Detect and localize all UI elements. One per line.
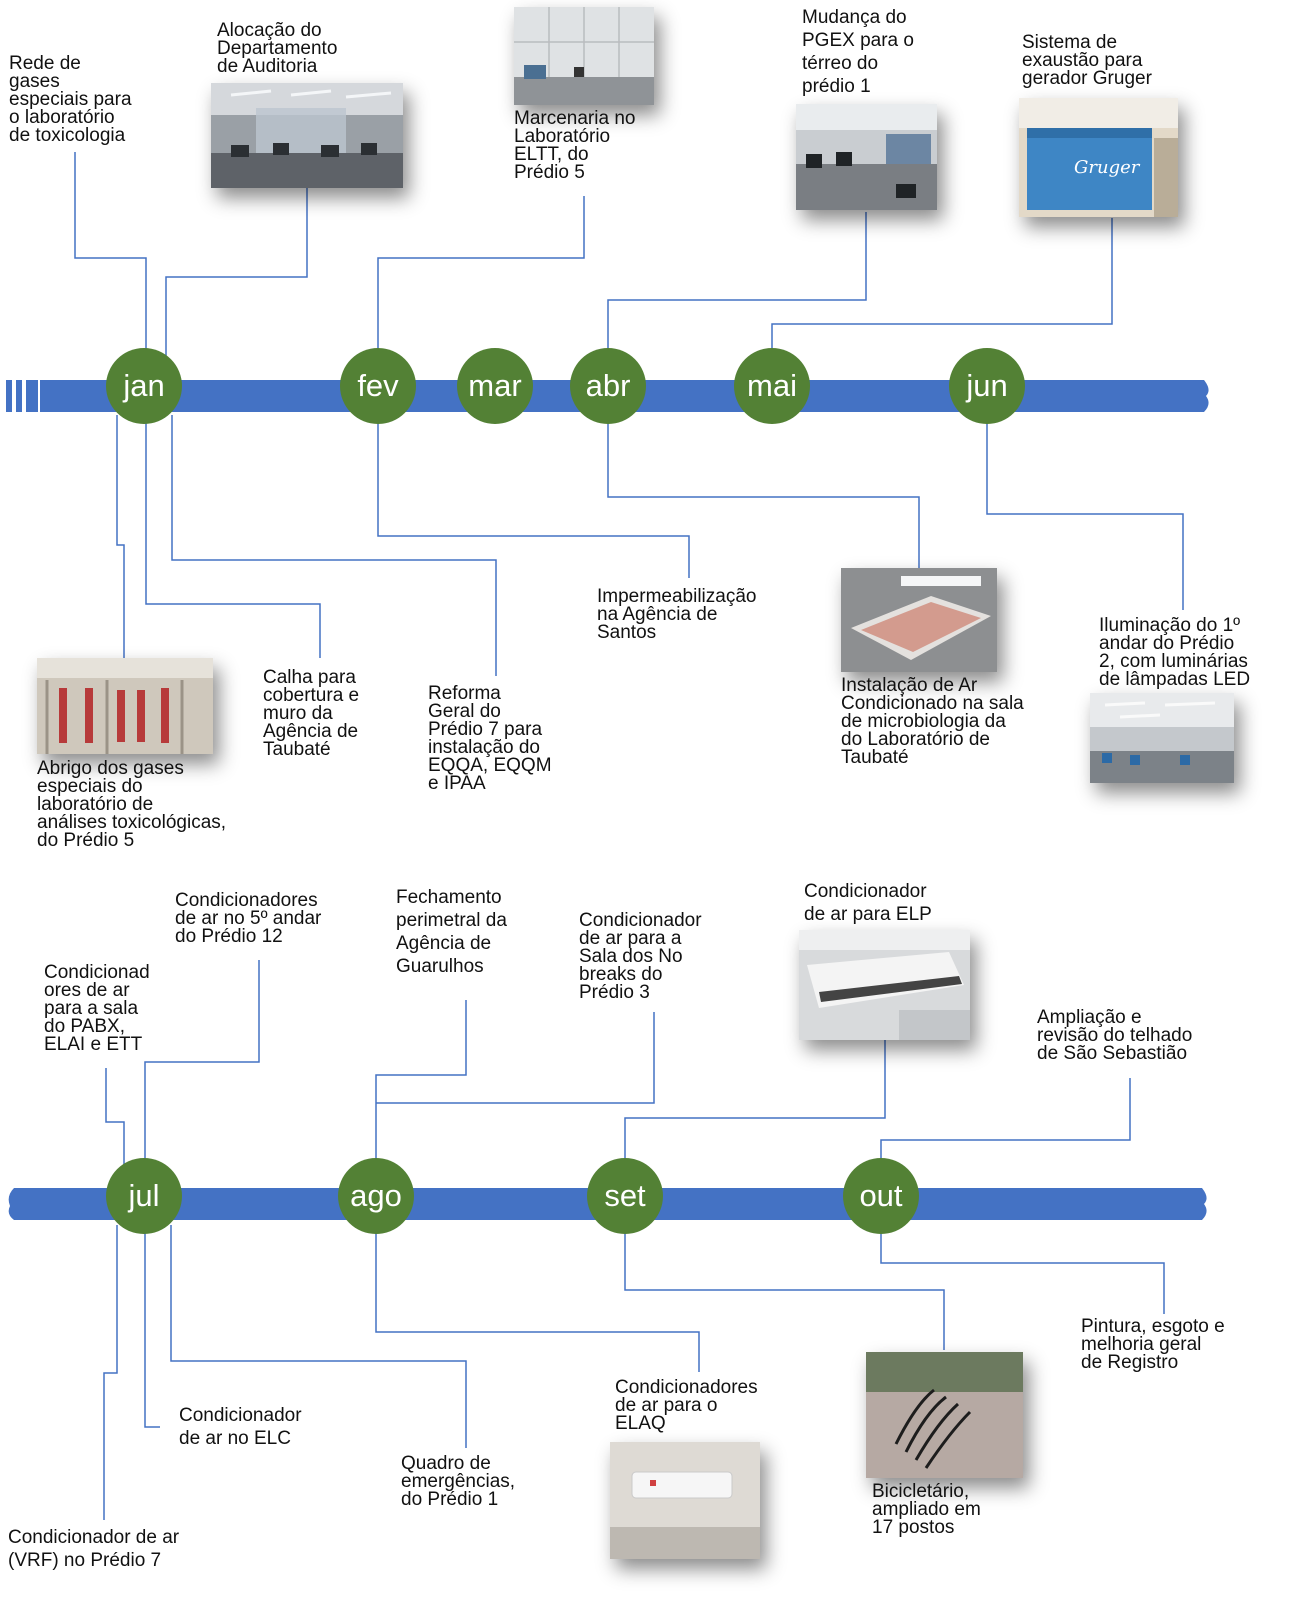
month-node-mai: mai — [734, 348, 810, 424]
month-node-out: out — [843, 1158, 919, 1234]
svg-text:Gruger: Gruger — [1074, 157, 1141, 178]
month-node-abr: abr — [570, 348, 646, 424]
timeline-tick — [26, 380, 38, 412]
month-node-jun: jun — [949, 348, 1025, 424]
generator-photo: Gruger — [1019, 98, 1178, 217]
month-node-jul: jul — [106, 1158, 182, 1234]
office-photo — [211, 83, 403, 188]
ceiling-ac-photo — [799, 930, 970, 1040]
month-node-mar: mar — [457, 348, 533, 424]
office-lab-photo — [796, 104, 937, 210]
timeline-tick — [16, 380, 22, 412]
gas-cylinders-photo — [37, 658, 213, 754]
wall-ac-photo — [610, 1442, 760, 1559]
timeline-tick — [6, 380, 12, 412]
connector-lines — [74, 152, 1184, 1520]
month-node-fev: fev — [340, 348, 416, 424]
led-office-photo — [1090, 693, 1234, 783]
lab-cabinet-photo — [514, 7, 654, 105]
bike-rack-photo — [866, 1352, 1023, 1478]
month-node-jan: jan — [106, 348, 182, 424]
month-node-set: set — [587, 1158, 663, 1234]
air-conditioner-photo — [841, 568, 997, 672]
month-node-ago: ago — [338, 1158, 414, 1234]
event-cond-vrf: Condicionador de ar(VRF) no Prédio 7 — [8, 1527, 180, 1571]
